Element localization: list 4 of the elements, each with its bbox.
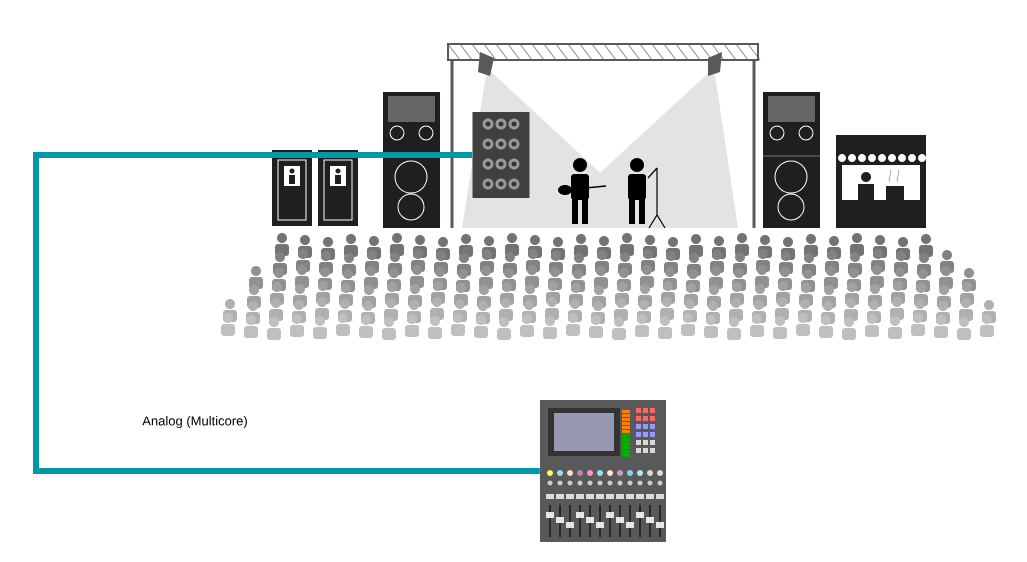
- stage-box-drawing: [472, 112, 530, 198]
- edge-label: Analog (Multicore): [142, 415, 247, 429]
- cable-line: [33, 152, 540, 474]
- mixing-console-drawing: [540, 400, 666, 542]
